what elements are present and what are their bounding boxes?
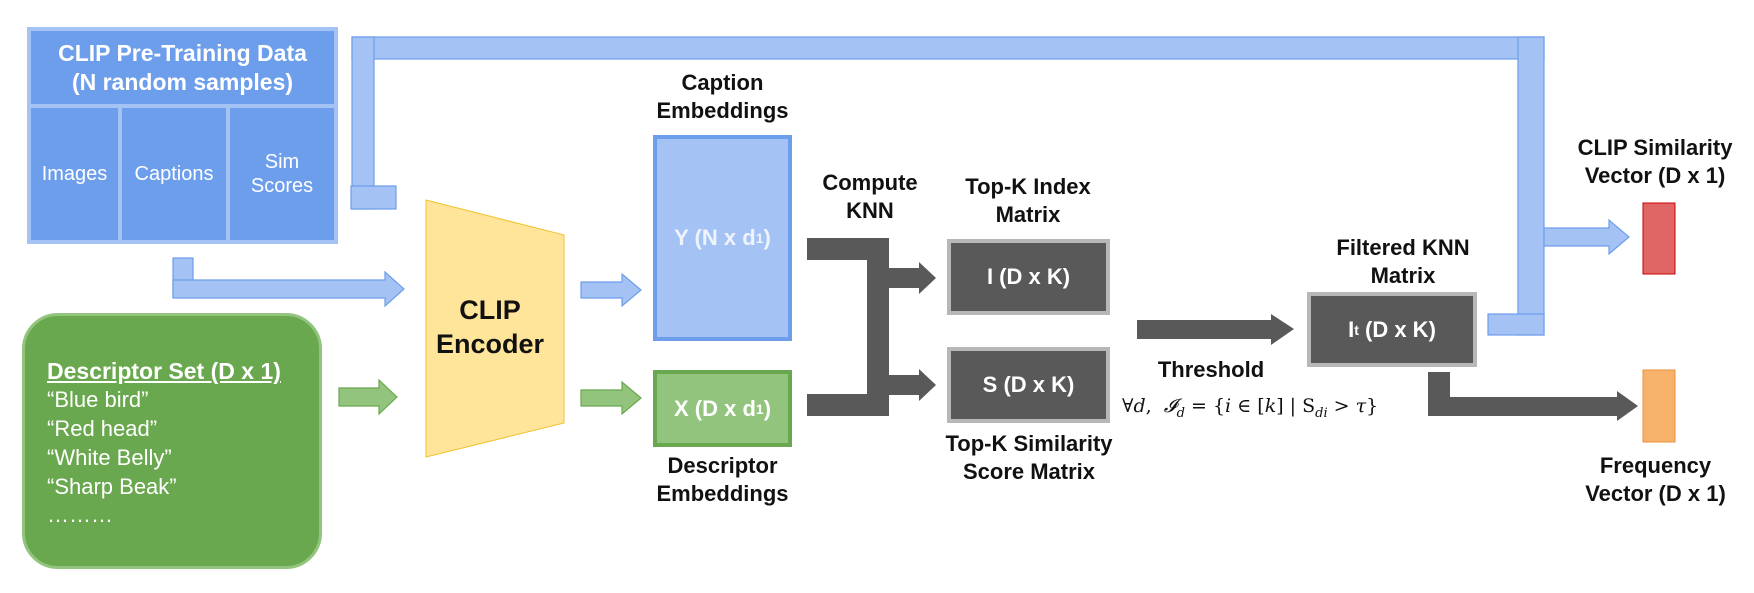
- caption-matrix-text: Y (N x d: [674, 225, 756, 250]
- pretraining-sim-label: Sim: [264, 151, 300, 173]
- encoder-to-descriptor-arrow: [580, 380, 642, 416]
- sim-matrix-label: S (D x K): [982, 372, 1075, 397]
- filtered-knn-label: Filtered KNN Matrix: [1310, 234, 1496, 290]
- descriptor-embeddings-line2: Embeddings: [656, 481, 789, 506]
- filtered-matrix-text: I: [1348, 316, 1355, 342]
- frequency-vector-line1: Frequency: [1599, 453, 1712, 478]
- topk-index-line1: Top-K Index: [965, 174, 1091, 199]
- pretraining-captions-cell: Captions: [122, 108, 226, 240]
- clip-encoder-line2: Encoder: [435, 329, 545, 359]
- descriptor-to-encoder-arrow: [338, 378, 398, 416]
- threshold-formula: ∀d, 𝓘d = {i ∈ [k] | Sdi > τ}: [1122, 395, 1379, 421]
- sim-score-bypass-line: [350, 36, 1545, 336]
- descriptor-embeddings-label: Descriptor Embeddings: [630, 452, 815, 508]
- descriptor-item: ………: [47, 502, 113, 527]
- clip-encoder-line1: CLIP: [459, 295, 521, 325]
- topk-sim-line1: Top-K Similarity: [945, 431, 1113, 456]
- caption-embeddings-line1: Caption: [681, 70, 764, 95]
- pretraining-to-encoder-arrow: [172, 257, 405, 308]
- clip-encoder-label: CLIP Encoder: [430, 293, 550, 361]
- pretraining-table: [27, 27, 338, 244]
- pretraining-title: CLIP Pre-Training Data (N random samples…: [29, 36, 336, 100]
- pretraining-simscores-cell: Sim Scores: [230, 108, 334, 240]
- threshold-label: Threshold: [1157, 357, 1265, 382]
- caption-embeddings-label: Caption Embeddings: [630, 69, 815, 125]
- frequency-vector-line2: Vector (D x 1): [1585, 481, 1726, 506]
- compute-knn-label: Compute KNN: [805, 169, 935, 225]
- compute-knn-line1: Compute: [822, 170, 918, 195]
- topk-index-line2: Matrix: [995, 202, 1061, 227]
- clip-encoder-shape: [425, 199, 565, 458]
- caption-matrix-subscript: 1: [755, 230, 764, 246]
- descriptor-matrix-subscript: 1: [755, 400, 764, 417]
- pretraining-scores-label: Scores: [250, 175, 314, 197]
- filtered-knn-line2: Matrix: [1370, 263, 1436, 288]
- descriptor-set-box: Descriptor Set (D x 1) “Blue bird” “Red …: [22, 313, 322, 569]
- encoder-to-caption-arrow: [580, 272, 642, 308]
- to-frequency-vector-arrow: [1428, 372, 1638, 421]
- descriptor-set-title: Descriptor Set (D x 1): [47, 358, 281, 384]
- caption-matrix-close: ): [763, 225, 771, 250]
- pretraining-images-cell: Images: [31, 108, 118, 240]
- clip-similarity-vector-line1: CLIP Similarity: [1577, 135, 1733, 160]
- caption-embeddings-line2: Embeddings: [656, 98, 789, 123]
- clip-similarity-vector-line2: Vector (D x 1): [1584, 163, 1726, 188]
- topk-index-label: Top-K Index Matrix: [938, 173, 1118, 229]
- topk-sim-line2: Score Matrix: [962, 459, 1096, 484]
- clip-similarity-vector-label: CLIP Similarity Vector (D x 1): [1560, 134, 1750, 190]
- descriptor-item: “White Belly”: [47, 445, 172, 470]
- caption-matrix-shape: [653, 135, 792, 341]
- pretraining-images-label: Images: [41, 163, 108, 185]
- index-matrix-shape: [947, 239, 1110, 315]
- topk-sim-label: Top-K Similarity Score Matrix: [920, 430, 1138, 486]
- sim-matrix-shape: [947, 347, 1110, 423]
- frequency-vector-label: Frequency Vector (D x 1): [1563, 452, 1748, 508]
- filtered-matrix-subscript: t: [1354, 321, 1359, 338]
- filtered-matrix-rest: (D x K): [1358, 316, 1436, 342]
- threshold-arrow: [1137, 314, 1294, 345]
- pretraining-title-line2: (N random samples): [71, 69, 294, 95]
- descriptor-embeddings-line1: Descriptor: [667, 453, 778, 478]
- descriptor-matrix-shape: [653, 370, 792, 447]
- descriptor-matrix-close: ): [763, 395, 772, 421]
- filtered-knn-line1: Filtered KNN: [1336, 235, 1470, 260]
- descriptor-item: “Red head”: [47, 416, 158, 441]
- filtered-matrix-shape: [1307, 292, 1477, 367]
- pretraining-captions-label: Captions: [134, 163, 214, 185]
- descriptor-item: “Blue bird”: [47, 387, 149, 412]
- similarity-vector-shape: [1642, 202, 1676, 275]
- descriptor-item: “Sharp Beak”: [47, 474, 177, 499]
- index-matrix-label: I (D x K): [986, 264, 1071, 289]
- knn-bracket: [807, 238, 936, 416]
- frequency-vector-shape: [1642, 369, 1676, 443]
- descriptor-matrix-text: X (D x d: [673, 395, 756, 421]
- pretraining-title-line1: CLIP Pre-Training Data: [58, 40, 307, 66]
- compute-knn-line2: KNN: [846, 198, 894, 223]
- to-similarity-vector-arrow: [1543, 218, 1630, 256]
